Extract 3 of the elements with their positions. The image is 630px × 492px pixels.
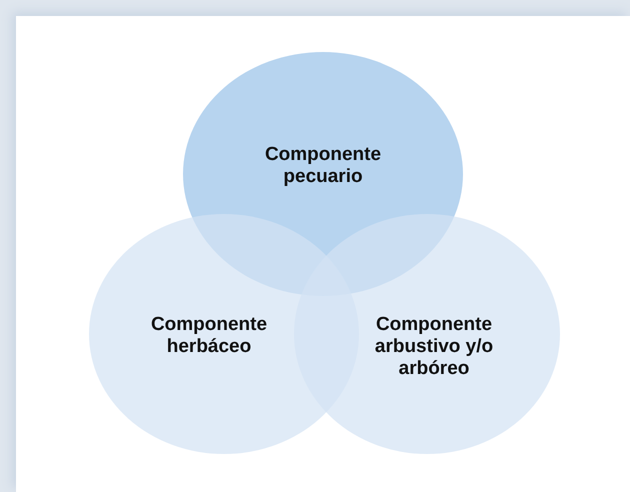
circle-label: Componente arbustivo y/o arbóreo	[374, 314, 494, 380]
circle-label: Componente pecuario	[264, 144, 382, 188]
circle-label: Componente herbáceo	[150, 314, 268, 358]
